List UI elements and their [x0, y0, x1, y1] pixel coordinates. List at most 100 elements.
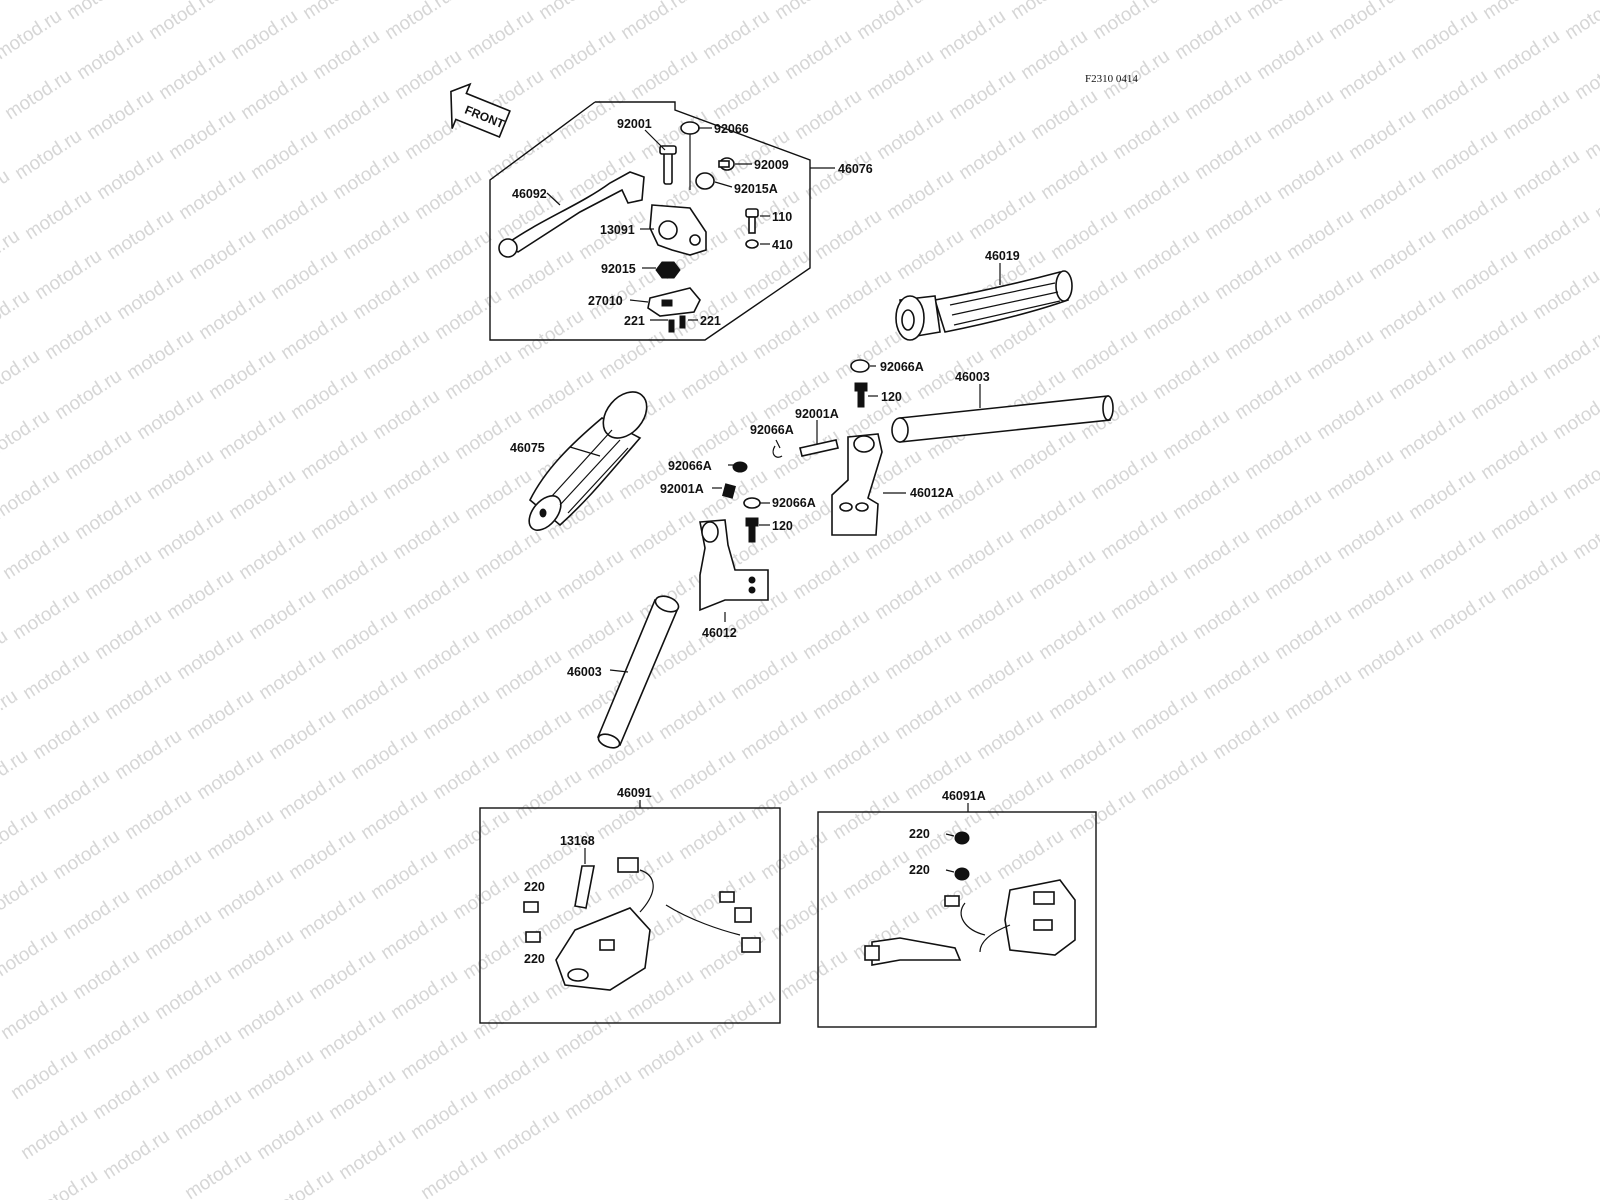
watermark-text: motod.ru [1323, 446, 1397, 504]
watermark-text: motod.ru [21, 186, 95, 244]
watermark-text: motod.ru [1479, 0, 1553, 24]
watermark-text: motod.ru [1047, 206, 1121, 264]
watermark-text: motod.ru [113, 266, 187, 324]
watermark-text: motod.ru [1241, 426, 1315, 484]
watermark-text: motod.ru [767, 886, 841, 944]
watermark-text: motod.ru [791, 86, 865, 144]
watermark-text: motod.ru [1519, 206, 1593, 264]
watermark-text: motod.ru [1253, 26, 1327, 84]
watermark-text: motod.ru [799, 606, 873, 664]
watermark-text: motod.ru [0, 866, 52, 924]
watermark-text: motod.ru [297, 426, 371, 484]
screws-220-right [945, 831, 970, 881]
watermark-text: motod.ru [305, 946, 379, 1004]
watermark-text: motod.ru [233, 986, 307, 1044]
screws-220-left [523, 901, 541, 943]
nut-92015A [695, 172, 715, 190]
label-220-4: 220 [909, 863, 930, 877]
watermark-text: motod.ru [689, 0, 763, 4]
bolt-92001A-lower [712, 483, 736, 499]
watermark-text: motod.ru [523, 366, 597, 424]
watermark-text: motod.ru [1509, 146, 1583, 204]
watermark-text: motod.ru [59, 886, 133, 944]
watermark-text: motod.ru [195, 286, 269, 344]
watermark-text: motod.ru [213, 866, 287, 924]
watermark-text: motod.ru [1231, 366, 1305, 424]
lever-holder-13091 [649, 204, 707, 256]
watermark-text: motod.ru [175, 166, 249, 224]
watermark-text: motod.ru [203, 806, 277, 864]
watermark-text: motod.ru [165, 106, 239, 164]
watermark-text: motod.ru [0, 926, 62, 984]
watermark-text: motod.ru [7, 1046, 81, 1104]
watermark-text: motod.ru [329, 146, 403, 204]
watermark-text: motod.ru [0, 686, 22, 744]
watermark-text: motod.ru [101, 666, 175, 724]
watermark-text: motod.ru [79, 1006, 153, 1064]
label-92066: 92066 [714, 122, 749, 136]
watermark-text: motod.ru [287, 366, 361, 424]
watermark-text: motod.ru [1271, 606, 1345, 664]
watermark-text: motod.ru [347, 726, 421, 784]
label-92001: 92001 [617, 117, 652, 131]
watermark-text: motod.ru [1067, 326, 1141, 384]
watermark-text: motod.ru [1251, 486, 1325, 544]
watermark-text: motod.ru [1243, 0, 1317, 24]
watermark-text: motod.ru [0, 626, 12, 684]
watermark-text: motod.ru [829, 786, 903, 844]
watermark-text: motod.ru [161, 1026, 235, 1084]
watermark-text: motod.ru [225, 466, 299, 524]
watermark-text: motod.ru [709, 66, 783, 124]
watermark-text: motod.ru [103, 206, 177, 264]
watermark-text: motod.ru [1293, 266, 1367, 324]
watermark-text: motod.ru [17, 1106, 91, 1164]
watermark-text: motod.ru [1457, 306, 1531, 364]
watermark-text: motod.ru [143, 446, 217, 504]
label-92009: 92009 [754, 158, 789, 172]
watermark-text: motod.ru [757, 826, 831, 884]
watermark-text: motod.ru [1097, 506, 1171, 564]
watermark-text: motod.ru [1149, 346, 1223, 404]
label-46075: 46075 [510, 441, 545, 455]
watermark-text: motod.ru [0, 406, 54, 464]
watermark-text: motod.ru [1089, 0, 1163, 44]
watermark-text: motod.ru [1107, 566, 1181, 624]
watermark-text: motod.ru [963, 646, 1037, 704]
grip-46075 [528, 391, 648, 531]
watermark-text: motod.ru [359, 326, 433, 384]
watermark-text: motod.ru [11, 126, 85, 184]
label-92001A-2: 92001A [660, 482, 704, 496]
label-92066A-2: 92066A [750, 423, 794, 437]
watermark-text: motod.ru [945, 66, 1019, 124]
label-46003-left: 46003 [567, 665, 602, 679]
bolt-120-lower [745, 517, 770, 543]
watermark-text: motod.ru [451, 406, 525, 464]
watermark-text: motod.ru [1529, 266, 1600, 324]
watermark-text: motod.ru [459, 926, 533, 984]
bolt-110 [745, 208, 759, 234]
watermark-text: motod.ru [41, 306, 115, 364]
watermark-text: motod.ru [1201, 186, 1275, 244]
watermark-text: motod.ru [1405, 466, 1479, 524]
label-46091: 46091 [617, 786, 652, 800]
watermark-text: motod.ru [563, 606, 637, 664]
label-92066A-3: 92066A [668, 459, 712, 473]
watermark-text: motod.ru [1467, 366, 1541, 424]
watermark-text: motod.ru [27, 1166, 101, 1200]
watermark-text: motod.ru [0, 0, 56, 4]
watermark-text: motod.ru [551, 1006, 625, 1064]
label-120-1: 120 [881, 390, 902, 404]
cap-92066A-lower [743, 497, 770, 509]
label-92015A: 92015A [734, 182, 778, 196]
watermark-text: motod.ru [299, 0, 373, 24]
watermark-text: motod.ru [253, 1106, 327, 1164]
watermark-text: motod.ru [377, 906, 451, 964]
label-46092: 46092 [512, 187, 547, 201]
cap-92066A-top [850, 359, 876, 373]
watermark-text: motod.ru [1169, 466, 1243, 524]
watermark-text: motod.ru [881, 626, 955, 684]
watermark-text: motod.ru [339, 206, 413, 264]
watermark-text: motod.ru [1325, 0, 1399, 44]
watermark-text: motod.ru [387, 966, 461, 1024]
